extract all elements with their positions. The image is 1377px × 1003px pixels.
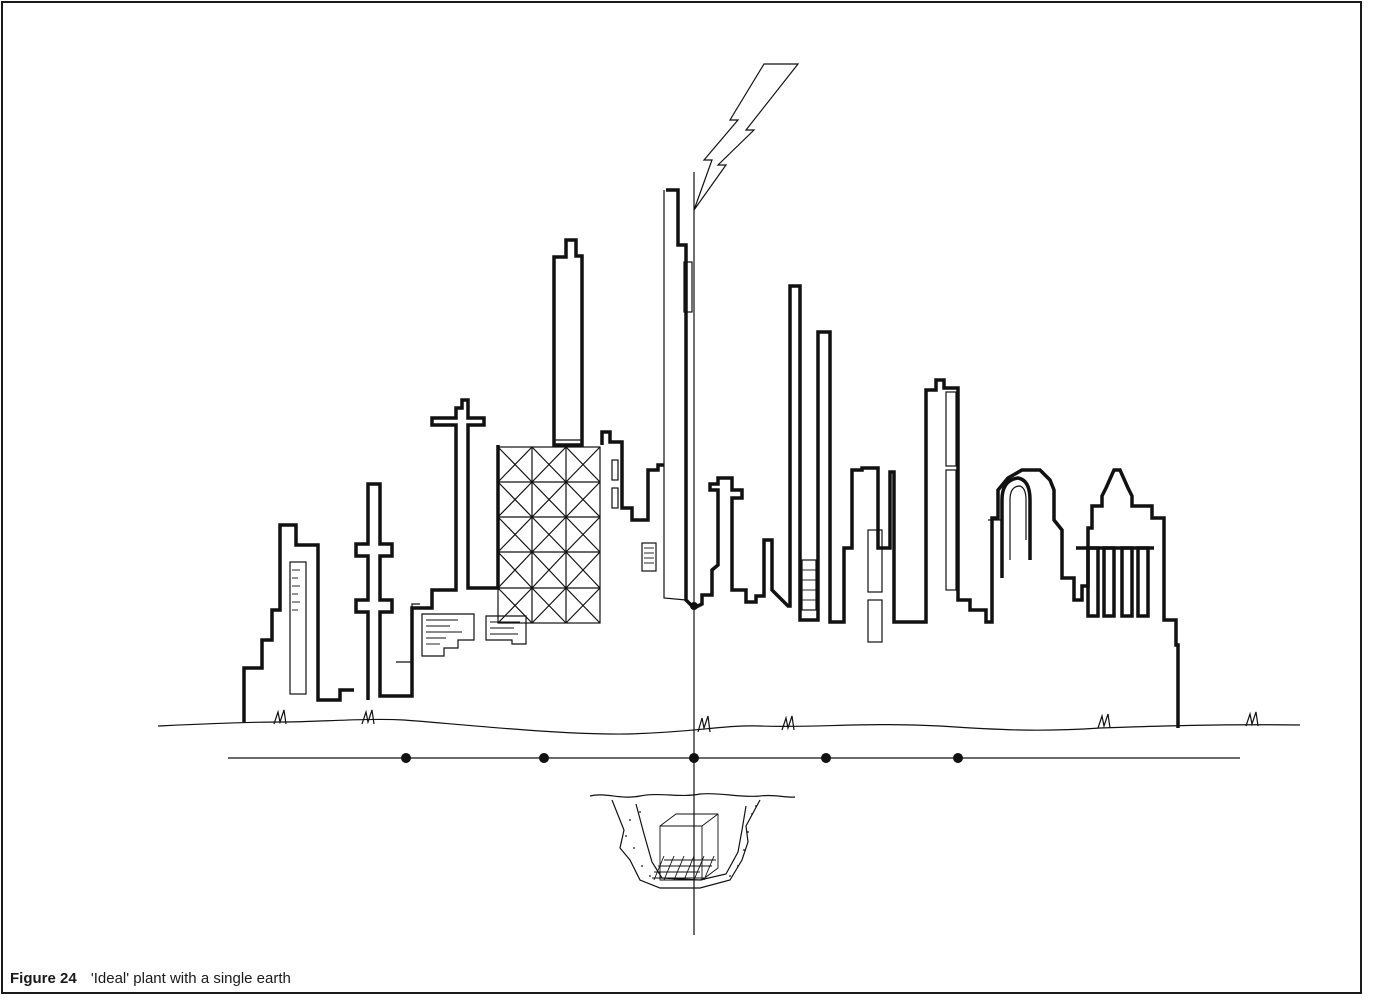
building-annex [396, 603, 420, 663]
control-box-left [421, 613, 475, 657]
domed-building-columns [1076, 546, 1154, 618]
ground-line [157, 718, 1301, 735]
bus-node [539, 753, 549, 763]
lightning-bolt-icon [693, 63, 800, 211]
bus-node [953, 753, 963, 763]
earth-electrode-icon [589, 792, 796, 889]
figure-number: Figure 24 [10, 970, 77, 987]
bus-node [689, 753, 699, 763]
plant-skyline [242, 188, 1180, 728]
structure-grid [497, 446, 601, 624]
figure-caption: Figure 24 'Ideal' plant with a single ea… [10, 970, 291, 987]
building-left-slot [289, 561, 307, 695]
bus-node [821, 753, 831, 763]
figure-frame [1, 1, 1362, 994]
central-stack [666, 188, 1180, 728]
figure-caption-text: 'Ideal' plant with a single earth [90, 970, 291, 987]
arched-building [1000, 476, 1032, 578]
building-cross-tower [354, 398, 500, 700]
building-left-marks [292, 569, 300, 611]
earth-bus [228, 753, 1240, 763]
building-mid-left [600, 430, 664, 522]
meter-panel [641, 542, 657, 572]
grass-tuft-icon [273, 709, 1259, 733]
tall-chimney-left [552, 238, 584, 447]
control-box-right [485, 615, 527, 645]
building-left-low [242, 523, 354, 722]
bus-node [401, 753, 411, 763]
